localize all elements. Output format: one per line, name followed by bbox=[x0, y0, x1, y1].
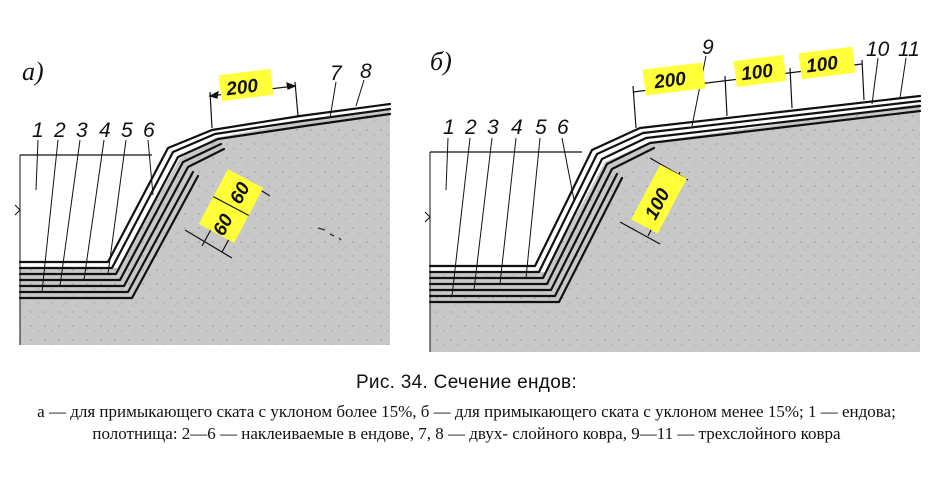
panel-b-layer-5 bbox=[428, 146, 656, 292]
panel-a-layer-6 bbox=[18, 170, 195, 294]
panel-b-layer-3 bbox=[428, 104, 922, 280]
panel-a-letter: а) bbox=[22, 57, 44, 86]
panel-b-label-9: 9 bbox=[702, 36, 714, 59]
panel-a-label-8: 8 bbox=[360, 60, 372, 83]
panel-b-dim-200: 200 bbox=[652, 69, 687, 94]
panel-b-label-2: 2 bbox=[464, 116, 477, 139]
panel-b-label-10: 10 bbox=[866, 38, 890, 61]
caption-body: а — для примыкающего ската с уклоном бол… bbox=[37, 402, 896, 443]
panel-a-label-6: 6 bbox=[143, 119, 155, 142]
panel-a: а) 1 2 3 4 5 6 7 8 200 60 60 bbox=[14, 57, 392, 345]
panel-a-layer-1 bbox=[18, 102, 392, 264]
panel-a-label-1: 1 bbox=[32, 119, 44, 142]
panel-b-dim-100-b: 100 bbox=[805, 53, 839, 78]
panel-b: б) 1 2 3 4 5 6 9 10 11 200 100 100 100 bbox=[424, 36, 922, 352]
panel-a-label-3: 3 bbox=[76, 119, 88, 142]
panel-a-label-5: 5 bbox=[121, 119, 133, 142]
panel-b-layer-4 bbox=[428, 109, 922, 286]
panel-a-layer-2 bbox=[18, 107, 392, 270]
panel-b-label-5: 5 bbox=[535, 116, 547, 139]
panel-b-label-1: 1 bbox=[443, 116, 455, 139]
panel-a-layer-5 bbox=[18, 147, 226, 288]
panel-a-layer-3 bbox=[18, 112, 392, 276]
caption-title: Рис. 34. Сечение ендов: bbox=[355, 372, 578, 393]
panel-b-label-3: 3 bbox=[487, 116, 499, 139]
panel-a-dim-200: 200 bbox=[224, 76, 259, 101]
panel-b-dim-100-a: 100 bbox=[740, 60, 774, 85]
panel-b-layer-2 bbox=[428, 99, 922, 274]
panel-b-label-4: 4 bbox=[511, 116, 523, 139]
panel-b-substrate bbox=[430, 104, 920, 352]
figure-diagram: а) 1 2 3 4 5 6 7 8 200 60 60 bbox=[14, 36, 922, 352]
panel-b-label-11: 11 bbox=[898, 38, 920, 61]
panel-a-label-2: 2 bbox=[53, 119, 66, 142]
panel-b-letter: б) bbox=[430, 47, 452, 76]
panel-a-label-7: 7 bbox=[330, 62, 343, 85]
panel-b-layer-base bbox=[428, 176, 624, 304]
panel-b-layer-6 bbox=[428, 172, 619, 298]
panel-a-label-4: 4 bbox=[99, 119, 111, 142]
panel-b-label-6: 6 bbox=[557, 116, 569, 139]
panel-b-layer-1 bbox=[428, 94, 922, 268]
panel-a-layer-base bbox=[18, 174, 200, 300]
panel-a-layer-4 bbox=[18, 142, 223, 282]
